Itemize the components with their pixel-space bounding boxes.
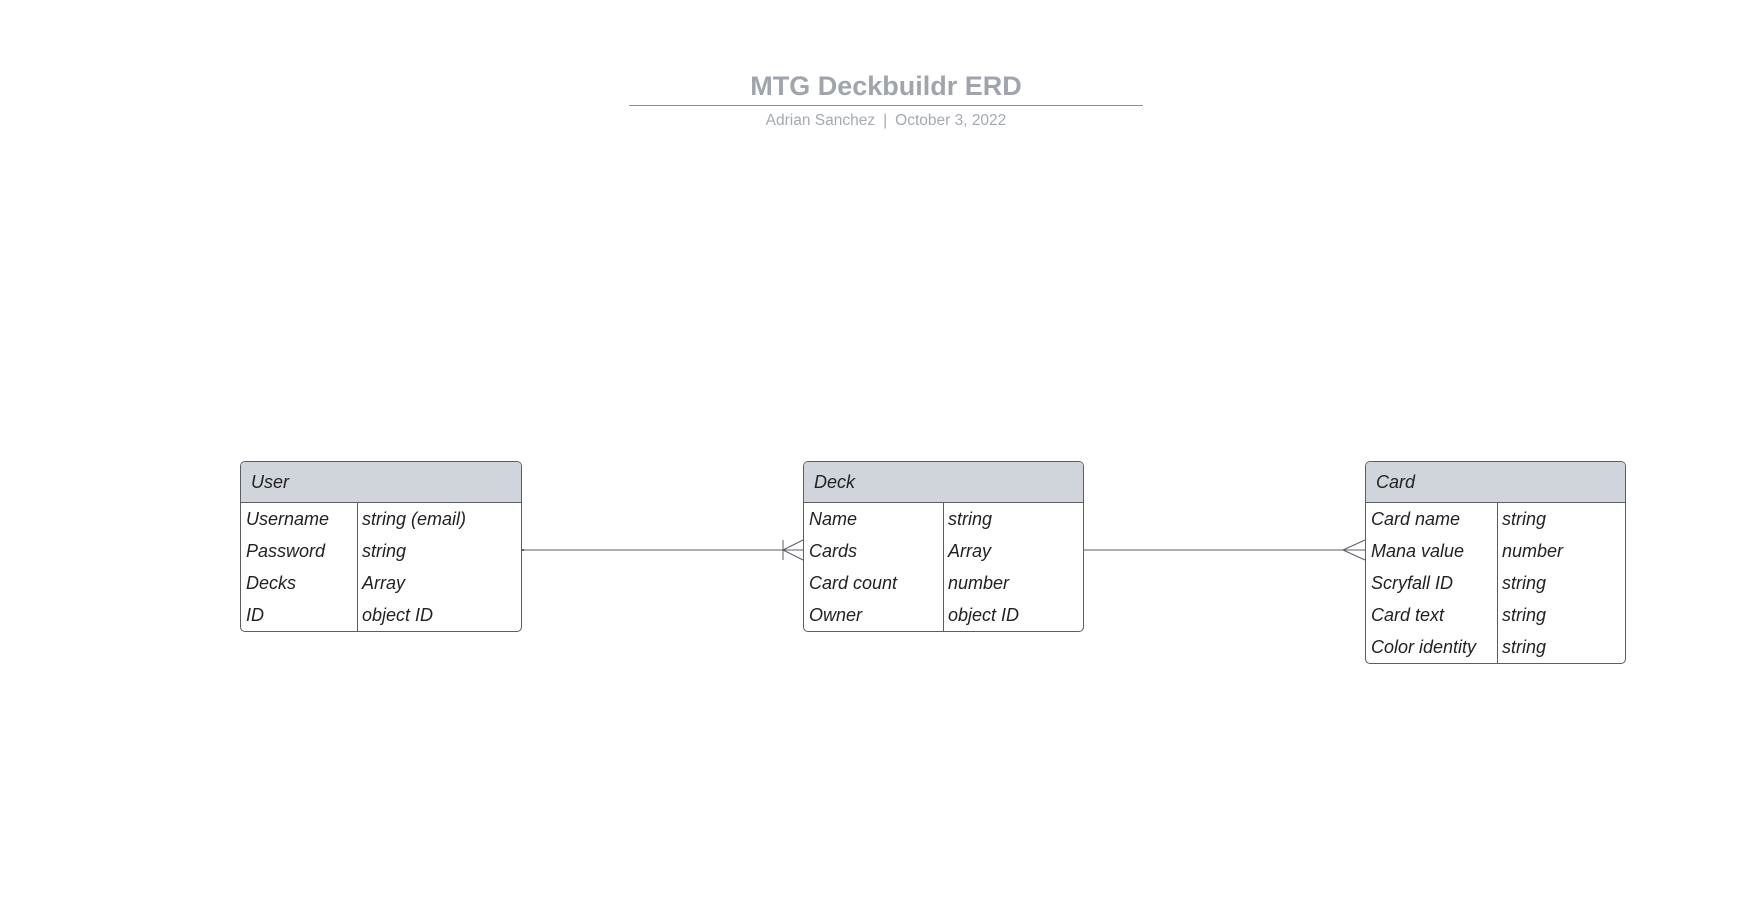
relationship-deck-card[interactable]: [1084, 539, 1366, 561]
crowfoot-lower-deck: [782, 549, 804, 561]
relationship-user-deck[interactable]: [521, 539, 804, 561]
field-type: Array: [362, 573, 406, 593]
column-divider: [1497, 503, 1498, 663]
diagram-date: October 3, 2022: [895, 112, 1007, 129]
field-name: Color identity: [1371, 637, 1477, 657]
author-name: Adrian Sanchez: [765, 112, 876, 129]
entity-user-header[interactable]: User: [241, 462, 521, 503]
diagram-title: MTG Deckbuildr ERD: [750, 71, 1022, 101]
field-row[interactable]: Mana value number: [1366, 535, 1625, 567]
entity-user-fields: Username string (email) Password string …: [241, 503, 521, 631]
title-underline: [629, 105, 1143, 106]
field-type: string: [1502, 509, 1547, 529]
field-name: Password: [246, 541, 326, 561]
field-name: Cards: [809, 541, 858, 561]
entity-card[interactable]: Card Card name string Mana value number …: [1365, 461, 1626, 664]
field-type: object ID: [362, 605, 434, 625]
entity-card-header[interactable]: Card: [1366, 462, 1625, 503]
field-name: Card count: [809, 573, 898, 593]
entity-user[interactable]: User Username string (email) Password st…: [240, 461, 522, 632]
field-row[interactable]: Password string: [241, 535, 521, 567]
field-name: Card text: [1371, 605, 1445, 625]
field-row[interactable]: Card text string: [1366, 599, 1625, 631]
field-name: Mana value: [1371, 541, 1465, 561]
crowfoot-upper-card: [1342, 539, 1366, 551]
field-type: string: [362, 541, 407, 561]
field-row[interactable]: ID object ID: [241, 599, 521, 631]
field-row[interactable]: Owner object ID: [804, 599, 1083, 631]
field-row[interactable]: Scryfall ID string: [1366, 567, 1625, 599]
diagram-header: MTG Deckbuildr ERD Adrian Sanchez | Octobe…: [629, 70, 1143, 131]
field-type: number: [1502, 541, 1564, 561]
field-name: Scryfall ID: [1371, 573, 1454, 593]
field-row[interactable]: Cards Array: [804, 535, 1083, 567]
field-type: string (email): [362, 509, 467, 529]
field-row[interactable]: Color identity string: [1366, 631, 1625, 663]
field-type: object ID: [948, 605, 1020, 625]
field-row[interactable]: Card name string: [1366, 503, 1625, 535]
entity-deck[interactable]: Deck Name string Cards Array Card count …: [803, 461, 1084, 632]
column-divider: [357, 503, 358, 631]
field-type: string: [948, 509, 993, 529]
field-name: Card name: [1371, 509, 1461, 529]
entity-deck-header[interactable]: Deck: [804, 462, 1083, 503]
field-type: string: [1502, 573, 1547, 593]
subtitle-separator: |: [883, 112, 888, 129]
diagram-subtitle: Adrian Sanchez | October 3, 2022: [629, 111, 1143, 131]
field-name: Name: [809, 509, 858, 529]
field-row[interactable]: Decks Array: [241, 567, 521, 599]
field-name: Owner: [809, 605, 863, 625]
crowfoot-upper-deck: [782, 539, 804, 551]
entity-deck-fields: Name string Cards Array Card count numbe…: [804, 503, 1083, 631]
field-row[interactable]: Card count number: [804, 567, 1083, 599]
field-type: string: [1502, 637, 1547, 657]
field-name: Username: [246, 509, 330, 529]
field-name: ID: [246, 605, 264, 625]
column-divider: [943, 503, 944, 631]
field-type: Array: [948, 541, 992, 561]
crowfoot-lower-card: [1342, 549, 1366, 561]
entity-card-fields: Card name string Mana value number Scryf…: [1366, 503, 1625, 663]
field-type: string: [1502, 605, 1547, 625]
field-row[interactable]: Name string: [804, 503, 1083, 535]
field-name: Decks: [246, 573, 297, 593]
field-row[interactable]: Username string (email): [241, 503, 521, 535]
field-type: number: [948, 573, 1010, 593]
